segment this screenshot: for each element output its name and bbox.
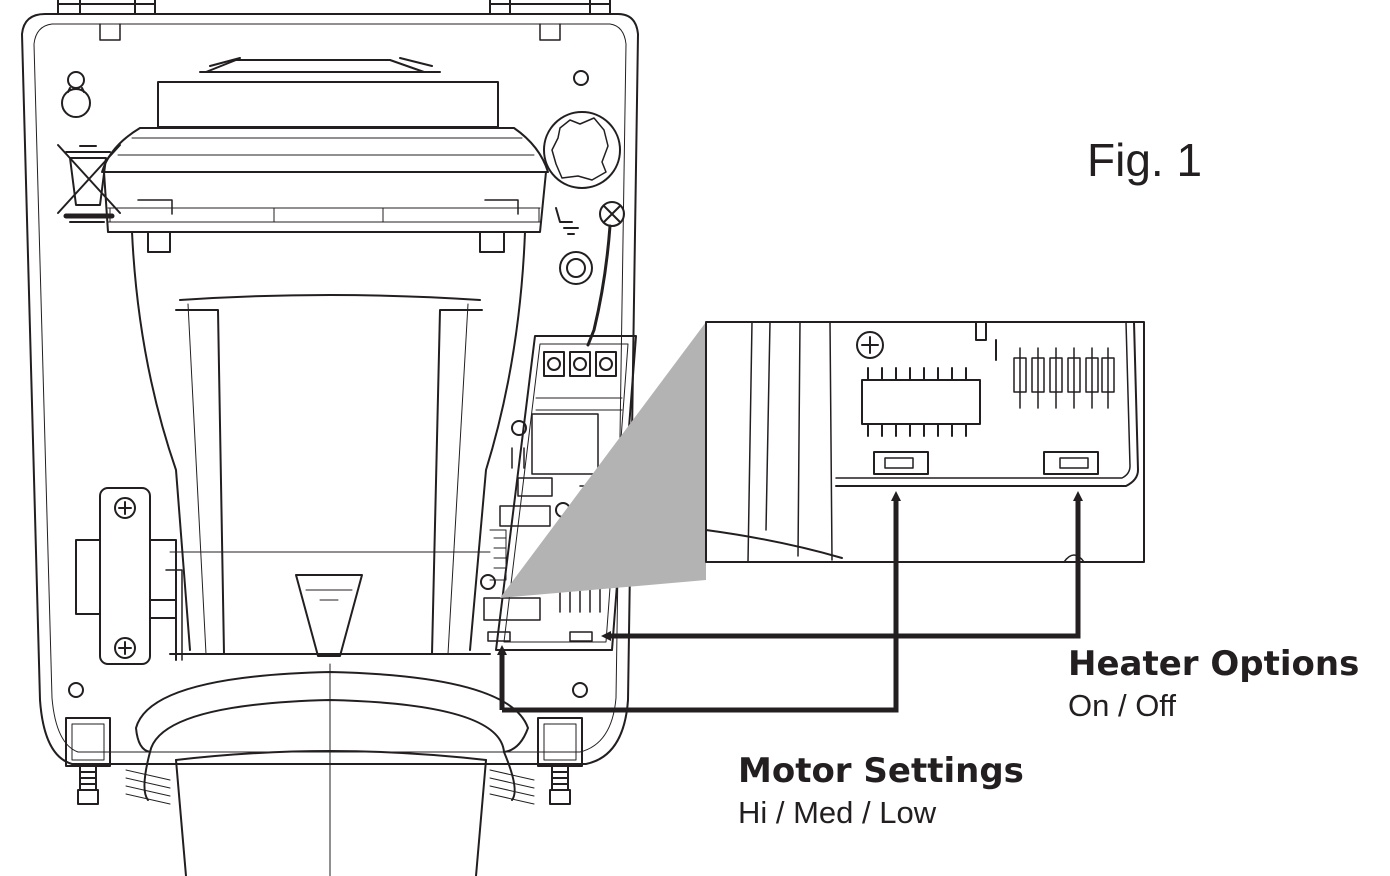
figure-label: Fig. 1 [1087, 134, 1203, 186]
motor-settings-title: Motor Settings [738, 751, 1024, 791]
motor-arrow-to-detail [502, 491, 901, 713]
zoom-cone [500, 322, 706, 598]
motor-settings-values: Hi / Med / Low [738, 795, 937, 830]
heater-options-values: On / Off [1068, 688, 1176, 723]
top-mount-tabs [57, 0, 611, 41]
callout-arrows [497, 491, 1083, 713]
back-plate [21, 13, 639, 765]
fixing-holes [68, 70, 589, 698]
heater-dip-switch [1043, 451, 1099, 475]
zoom-detail-box [705, 321, 1145, 563]
outlet-nozzle [125, 663, 535, 876]
transformer [75, 487, 183, 665]
keyhole-slot-icon [61, 71, 91, 118]
air-duct [131, 231, 526, 657]
mounting-feet [65, 717, 583, 805]
heater-options-title: Heater Options [1068, 644, 1360, 684]
motor-dip-switch [873, 451, 929, 475]
motor-housing [69, 57, 549, 253]
ground-earth-icon [543, 111, 625, 285]
phillips-screw-icon [856, 331, 884, 359]
